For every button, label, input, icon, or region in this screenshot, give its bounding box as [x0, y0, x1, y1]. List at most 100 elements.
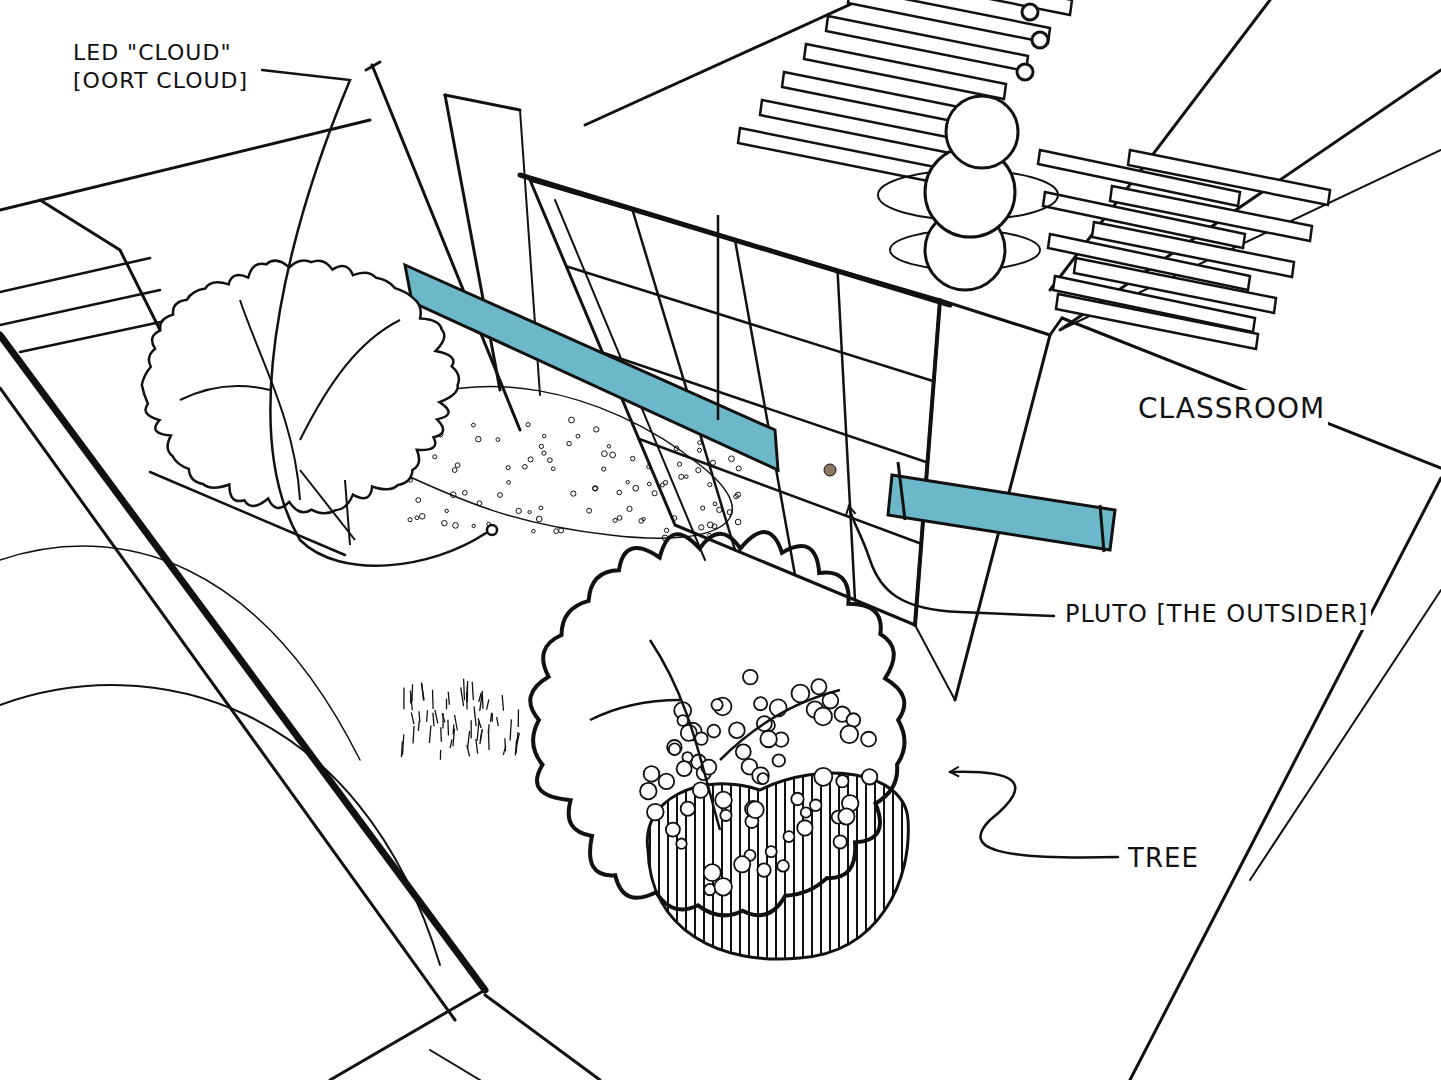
grass-tuft [476, 739, 478, 754]
sketch-stroke [849, 506, 1054, 616]
sketch-stroke [697, 448, 701, 452]
sketch-stroke [617, 516, 622, 521]
sketch-stroke [617, 490, 622, 495]
sketch-stroke [663, 480, 667, 484]
sketch-stroke [408, 518, 412, 522]
grass-tuft [516, 732, 518, 753]
sketch-stroke [710, 460, 715, 465]
grass-tuft [421, 683, 424, 701]
tree-branch [180, 386, 270, 400]
sketch-stroke [607, 445, 610, 448]
sketch-stroke [539, 444, 543, 448]
sketch-stroke [536, 516, 542, 522]
grass-tuft [472, 682, 473, 701]
sketch-stroke [330, 990, 485, 1080]
sketch-stroke [445, 95, 500, 390]
sketch-stroke [838, 270, 856, 600]
sketch-stroke [445, 95, 520, 110]
led-cloud-bands [405, 265, 1115, 552]
foliage-curl [669, 743, 681, 755]
sketch-stroke [888, 475, 1115, 550]
sketch-stroke [496, 438, 500, 442]
foliage-curl [783, 831, 794, 842]
foliage-curl [752, 767, 769, 784]
sketch-stroke [554, 529, 559, 534]
sketch-stroke [0, 685, 440, 965]
foliage-curl [676, 838, 686, 848]
sketch-stroke [1053, 276, 1255, 332]
sketch-stroke [567, 441, 571, 445]
sketch-stroke [416, 498, 421, 503]
sketch-stroke [366, 62, 380, 70]
grass-tuft [477, 721, 479, 741]
foliage-curl [840, 725, 858, 743]
sketch-stroke [1250, 590, 1441, 880]
foliage-curl [720, 810, 731, 821]
foliage-curl [773, 754, 785, 766]
grass-tuft [432, 690, 434, 709]
sketch-stroke [1130, 478, 1441, 1080]
foliage-curl [777, 860, 789, 872]
foliage-curl [693, 782, 709, 798]
grass-tuft [411, 684, 413, 702]
grass-tuft [480, 731, 482, 745]
foliage-curl [715, 792, 732, 809]
sketch-stroke [674, 446, 679, 451]
foliage-curl [836, 775, 848, 787]
sketch-stroke [707, 522, 713, 528]
foliage-curl [681, 802, 695, 816]
sketch-stroke [708, 483, 712, 487]
grass-tuft [410, 694, 411, 704]
sketch-stroke [915, 625, 955, 700]
sketch-stroke [593, 486, 597, 490]
annotation-label: TREE [1125, 841, 1202, 876]
sketch-stroke [870, 0, 1072, 15]
sketch-stroke [613, 518, 617, 522]
grass-tuft [463, 679, 465, 700]
sketch-stroke [950, 772, 1118, 858]
grass-tuft [433, 713, 434, 727]
sketch-stroke [450, 492, 456, 498]
foliage-curl [861, 732, 876, 747]
sketch-stroke [476, 436, 481, 441]
annotation-label: PLUTO [THE OUTSIDER] [1062, 598, 1371, 630]
sketch-stroke [602, 451, 608, 457]
grass-tuft [503, 746, 506, 755]
sketch-stroke [445, 509, 448, 512]
foliage-curl [659, 774, 675, 790]
sketch-stroke [542, 434, 545, 437]
grass-tuft [413, 726, 414, 744]
foliage-curl [711, 699, 722, 710]
sketch-stroke [1022, 4, 1038, 20]
sketch-stroke [532, 529, 536, 533]
sketch-stroke [472, 423, 476, 427]
sketch-stroke [523, 465, 528, 470]
sketch-stroke [433, 455, 437, 459]
sketch-stroke [551, 467, 555, 471]
grass-tuft [411, 712, 414, 724]
foliage-curl [814, 707, 832, 725]
sketch-stroke [684, 475, 688, 479]
foliage-curl [801, 807, 811, 817]
grass-tuft [442, 713, 444, 728]
sketch-stroke [462, 490, 467, 495]
sketch-stroke [594, 427, 599, 432]
grass-tuft [401, 741, 402, 757]
pluto-sphere [824, 464, 836, 476]
grass-tuft [491, 713, 492, 722]
sketch-stroke [530, 180, 940, 625]
sketch-stroke [20, 320, 170, 352]
sketch-stroke [1032, 32, 1048, 48]
sketch-stroke [630, 456, 634, 460]
sketch-stroke [627, 506, 632, 511]
sketch-stroke [699, 525, 704, 530]
foliage-curl [758, 773, 769, 784]
sketch-stroke [0, 546, 360, 760]
sketch-stroke [1100, 505, 1104, 552]
sketch-stroke [679, 474, 684, 479]
sketch-stroke [587, 508, 592, 513]
sketch-stroke [507, 481, 511, 485]
sketch-stroke [736, 466, 741, 471]
